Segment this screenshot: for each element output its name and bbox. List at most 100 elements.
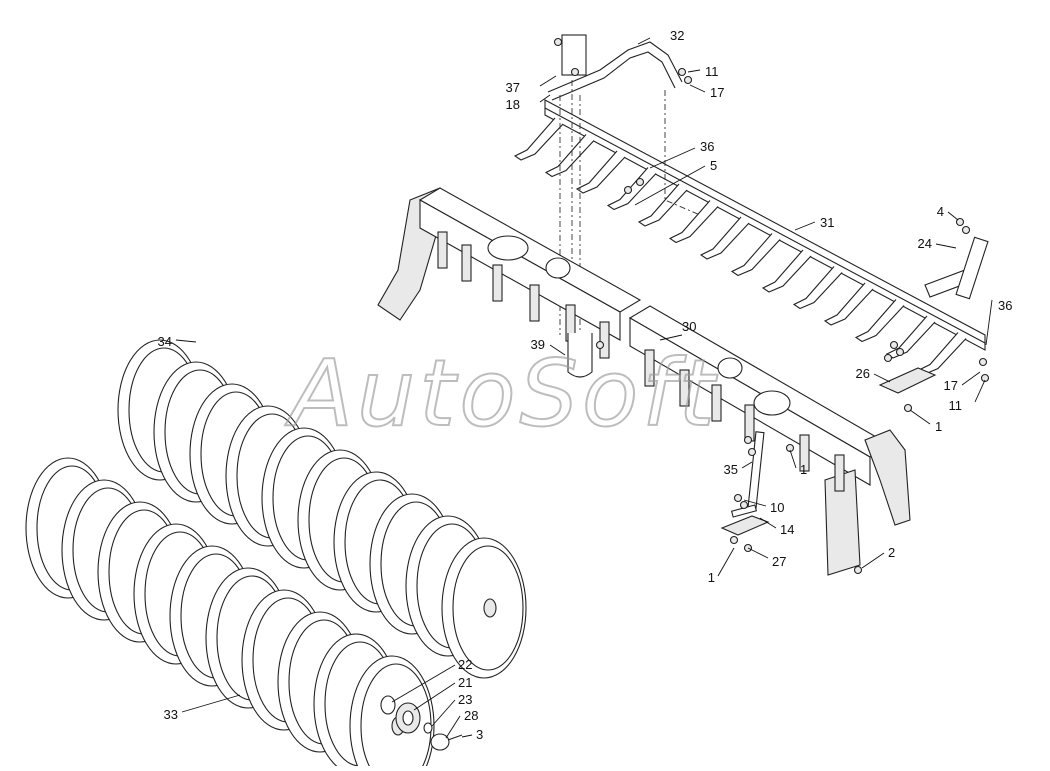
cap-28 xyxy=(430,733,450,751)
callout-number: 14 xyxy=(780,522,794,537)
callout-leader xyxy=(873,373,891,383)
callout-leader xyxy=(549,344,566,356)
tine xyxy=(730,233,781,277)
callout-number: 21 xyxy=(458,675,472,690)
callout-number: 11 xyxy=(949,398,963,413)
hitch-frame xyxy=(547,34,701,335)
callout-23: 23 xyxy=(431,692,472,727)
callout-leader xyxy=(181,694,241,713)
mount-leg xyxy=(711,384,722,422)
callout-number: 4 xyxy=(937,204,944,219)
washer-23 xyxy=(423,722,433,734)
callout-leader xyxy=(909,409,931,425)
callout-36: 36 xyxy=(649,139,714,169)
tine xyxy=(637,183,688,227)
watermark: AutoSoft xyxy=(285,340,719,447)
bolt xyxy=(853,565,863,575)
callout-24: 24 xyxy=(918,236,957,251)
bolt xyxy=(635,177,645,187)
mount-leg xyxy=(437,231,448,269)
callout-leader xyxy=(431,699,456,727)
callout-leader xyxy=(961,371,981,386)
bolt xyxy=(553,37,563,47)
mount-leg xyxy=(492,264,503,302)
callout-leader xyxy=(747,547,769,559)
strap-35 xyxy=(747,431,765,511)
bolt xyxy=(683,75,693,85)
callout-2: 2 xyxy=(861,545,895,569)
callout-number: 31 xyxy=(820,215,834,230)
callout-number: 26 xyxy=(856,366,870,381)
bolt xyxy=(889,340,899,350)
callout-21: 21 xyxy=(413,675,472,711)
callout-32: 32 xyxy=(637,28,684,45)
callout-number: 18 xyxy=(506,97,520,112)
callout-number: 32 xyxy=(670,28,684,43)
callout-30: 30 xyxy=(659,319,696,341)
callout-leader xyxy=(175,339,197,343)
callout-leader xyxy=(741,461,753,469)
mount-leg xyxy=(744,404,755,442)
callout-number: 3 xyxy=(476,727,483,742)
mount-leg xyxy=(679,369,690,407)
callout-leader xyxy=(413,682,456,711)
bolt-3 xyxy=(447,734,463,741)
callout-number: 22 xyxy=(458,657,472,672)
callout-number: 1 xyxy=(800,462,807,477)
callout-11: 11 xyxy=(687,64,719,79)
callout-leader xyxy=(539,94,551,103)
callout-26: 26 xyxy=(856,366,891,383)
callout-number: 33 xyxy=(164,707,178,722)
callout-leader xyxy=(637,37,651,45)
callout-leader xyxy=(861,552,885,569)
callout-14: 14 xyxy=(759,517,794,537)
callout-leader xyxy=(445,715,461,739)
mount-leg xyxy=(461,244,472,282)
bolt xyxy=(733,493,743,503)
callout-33: 33 xyxy=(164,694,241,722)
tine xyxy=(854,299,905,343)
callout-27: 27 xyxy=(747,547,786,569)
callout-leader xyxy=(935,243,957,249)
callout-number: 17 xyxy=(710,85,724,100)
callout-leader xyxy=(985,299,993,346)
bolt xyxy=(739,500,749,510)
callout-leader xyxy=(717,547,735,577)
tine xyxy=(792,266,843,310)
callout-18: 18 xyxy=(506,94,551,112)
mount-leg xyxy=(799,434,810,472)
bolt xyxy=(785,443,795,453)
callout-37: 37 xyxy=(506,75,557,95)
bolt xyxy=(978,357,988,367)
tine xyxy=(885,315,936,359)
callout-leader xyxy=(461,734,473,738)
callout-number: 28 xyxy=(464,708,478,723)
bolt xyxy=(883,353,893,363)
callout-17: 17 xyxy=(689,84,724,100)
tine xyxy=(699,216,750,260)
tine-bar-assembly xyxy=(513,99,986,376)
washer-22 xyxy=(380,695,396,715)
callout-number: 1 xyxy=(708,570,715,585)
callout-leader xyxy=(743,499,767,507)
disc-gangs xyxy=(25,339,527,771)
right-arm xyxy=(864,429,911,526)
bolt xyxy=(903,403,913,413)
tine xyxy=(916,332,967,376)
hub-parts xyxy=(380,695,463,751)
mount-leg xyxy=(599,321,610,359)
tine xyxy=(513,117,564,161)
callout-17: 17 xyxy=(944,371,981,393)
callout-number: 34 xyxy=(158,334,172,349)
bolt xyxy=(570,67,580,77)
callout-39: 39 xyxy=(531,337,566,356)
callout-leader xyxy=(391,664,456,703)
callout-leader xyxy=(974,379,986,403)
callout-leader xyxy=(539,75,557,87)
tine xyxy=(761,249,812,293)
spring-tines xyxy=(513,117,967,376)
tine xyxy=(544,134,595,178)
bolt xyxy=(980,373,990,383)
hardware xyxy=(553,37,990,575)
